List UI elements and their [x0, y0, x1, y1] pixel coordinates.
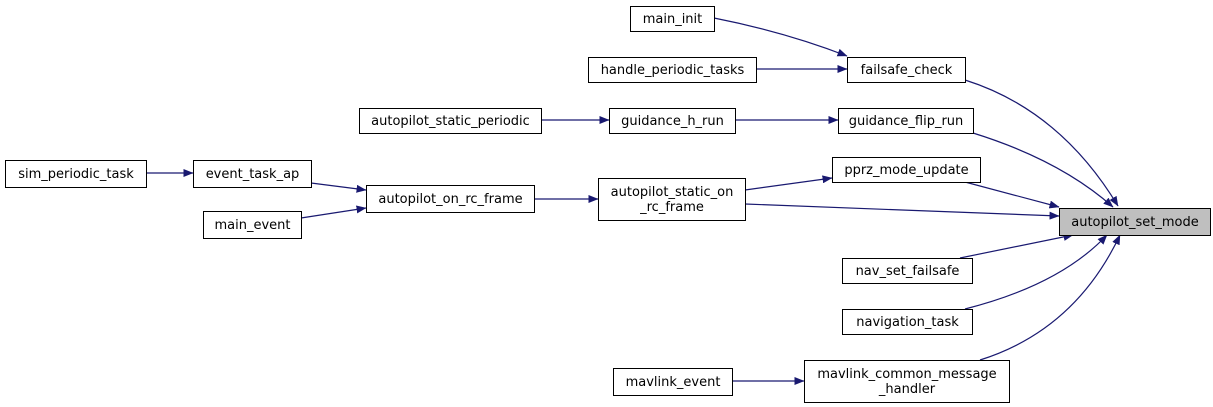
- node-box: [847, 57, 966, 83]
- node-box: [1059, 208, 1211, 236]
- node-nav-set-failsafe[interactable]: nav_set_failsafe: [842, 258, 973, 284]
- edge-pprz_mode_update-to-autopilot_set_mode: [964, 181, 1060, 209]
- node-failsafe-check[interactable]: failsafe_check: [847, 57, 966, 83]
- node-guidance-flip-run[interactable]: guidance_flip_run: [838, 108, 974, 134]
- node-box: [203, 211, 302, 239]
- node-label: autopilot_static_on: [611, 185, 734, 200]
- node-label: guidance_h_run: [621, 114, 724, 129]
- node-label: mavlink_common_message: [817, 367, 996, 382]
- node-box: [588, 57, 757, 83]
- edge-failsafe_check-to-autopilot_set_mode: [964, 79, 1119, 207]
- node-box: [366, 185, 535, 213]
- node-box: [609, 108, 736, 134]
- node-box: [838, 108, 974, 134]
- node-mavlink-event[interactable]: mavlink_event: [613, 368, 733, 396]
- node-label: failsafe_check: [861, 63, 953, 78]
- edge-mavlink_common_message_handler-to-autopilot_set_mode: [979, 234, 1121, 361]
- edges-layer: [146, 17, 1121, 385]
- node-main-event[interactable]: main_event: [203, 211, 302, 239]
- node-label: handle_periodic_tasks: [601, 63, 745, 78]
- node-event-task-ap[interactable]: event_task_ap: [193, 160, 312, 188]
- node-label: guidance_flip_run: [849, 114, 964, 129]
- node-label: pprz_mode_update: [844, 163, 968, 178]
- edge-navigation_task-to-autopilot_set_mode: [964, 234, 1108, 310]
- node-mavlink-common-message-handler[interactable]: mavlink_common_message_handler: [804, 360, 1010, 403]
- node-box: [613, 368, 733, 396]
- node-main-init[interactable]: main_init: [630, 6, 715, 32]
- node-autopilot-on-rc-frame[interactable]: autopilot_on_rc_frame: [366, 185, 535, 213]
- edge-main_event-to-autopilot_on_rc_frame: [300, 205, 367, 219]
- node-autopilot-static-on-rc-frame[interactable]: autopilot_static_on_rc_frame: [598, 178, 746, 221]
- node-box: [359, 108, 542, 134]
- node-label: nav_set_failsafe: [856, 264, 960, 279]
- node-handle-periodic-tasks[interactable]: handle_periodic_tasks: [588, 57, 757, 83]
- node-box: [5, 160, 147, 188]
- edge-event_task_ap-to-autopilot_on_rc_frame: [310, 182, 367, 193]
- node-box: [598, 178, 746, 221]
- node-label: main_init: [643, 12, 703, 27]
- node-box: [832, 157, 981, 183]
- edge-guidance_flip_run-to-autopilot_set_mode: [972, 132, 1114, 208]
- edge-autopilot_static_on_rc_frame-to-pprz_mode_update: [744, 175, 833, 191]
- node-box: [804, 360, 1010, 403]
- edge-nav_set_failsafe-to-autopilot_set_mode: [959, 232, 1074, 259]
- edge-main_init-to-failsafe_check: [713, 17, 848, 57]
- node-label: mavlink_event: [626, 375, 721, 390]
- node-label: _rc_frame: [639, 200, 704, 215]
- node-label: autopilot_static_periodic: [371, 114, 530, 129]
- nodes-layer: main_init handle_periodic_tasks failsafe_c…: [5, 6, 1211, 403]
- node-label: sim_periodic_task: [18, 167, 134, 182]
- node-label: main_event: [214, 218, 290, 233]
- node-label: navigation_task: [856, 315, 959, 330]
- edge-autopilot_static_on_rc_frame-to-autopilot_set_mode: [744, 203, 1060, 220]
- node-label: autopilot_set_mode: [1071, 215, 1199, 230]
- node-box: [842, 309, 973, 335]
- node-guidance-h-run[interactable]: guidance_h_run: [609, 108, 736, 134]
- node-box: [193, 160, 312, 188]
- node-box: [630, 6, 715, 32]
- node-sim-periodic-task[interactable]: sim_periodic_task: [5, 160, 147, 188]
- node-label: autopilot_on_rc_frame: [378, 192, 522, 207]
- node-pprz-mode-update[interactable]: pprz_mode_update: [832, 157, 981, 183]
- node-autopilot-static-periodic[interactable]: autopilot_static_periodic: [359, 108, 542, 134]
- node-label: _handler: [878, 382, 936, 397]
- node-label: event_task_ap: [206, 167, 300, 182]
- node-autopilot-set-mode[interactable]: autopilot_set_mode: [1059, 208, 1211, 236]
- node-navigation-task[interactable]: navigation_task: [842, 309, 973, 335]
- node-box: [842, 258, 973, 284]
